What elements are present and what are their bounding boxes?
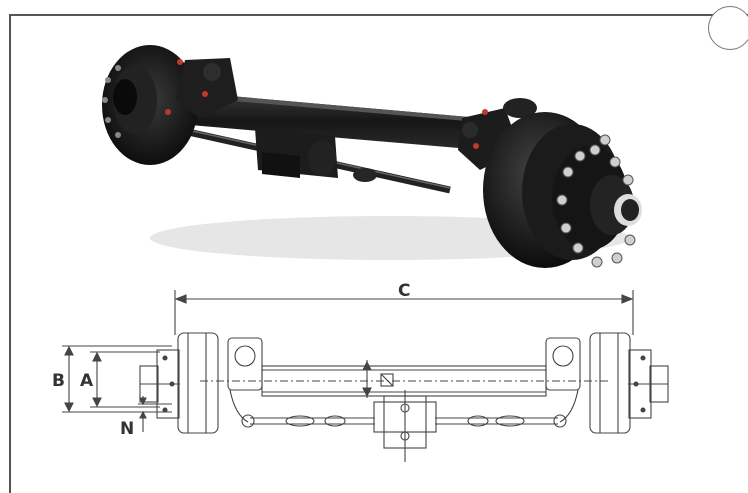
page-frame: [9, 14, 748, 493]
dimension-label-b: B: [52, 371, 65, 391]
corner-circle-decoration: [708, 6, 748, 50]
dimension-label-c: C: [398, 281, 410, 301]
dimension-label-n: N: [120, 419, 134, 439]
dimension-label-a: A: [80, 371, 94, 391]
